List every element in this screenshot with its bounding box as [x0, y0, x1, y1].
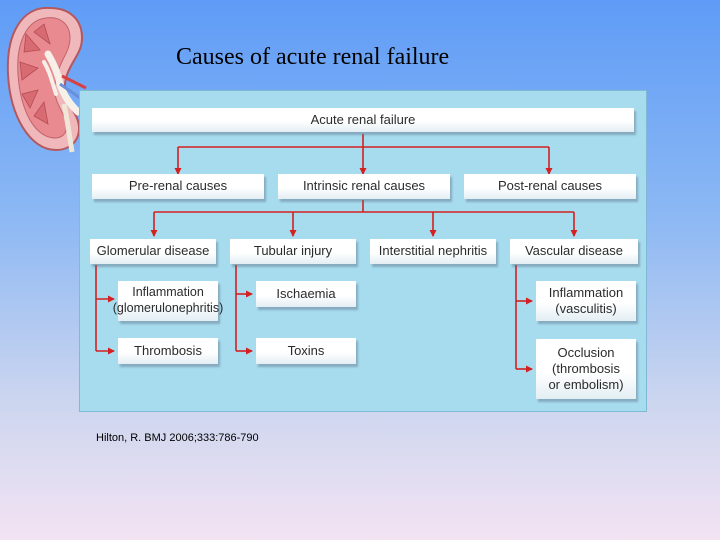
node-inflammation-glomerulonephritis: Inflammation (glomerulonephritis) — [113, 281, 223, 321]
node-glomerular-disease: Glomerular disease — [90, 239, 216, 264]
node-label: Glomerular disease — [96, 243, 210, 259]
node-label: Ischaemia — [276, 285, 336, 301]
node-label: Pre-renal causes — [128, 178, 228, 194]
node-inflammation-vasculitis: Inflammation (vasculitis) — [536, 281, 636, 321]
node-label: Vascular disease — [524, 243, 624, 259]
diagram-panel: Acute renal failure Pre-renal causes Int… — [79, 90, 647, 412]
node-label: Thrombosis — [134, 342, 202, 358]
node-pre-renal: Pre-renal causes — [92, 174, 264, 199]
diagram-connectors — [95, 134, 578, 373]
node-acute-renal-failure: Acute renal failure — [92, 108, 634, 132]
node-intrinsic-renal: Intrinsic renal causes — [278, 174, 450, 199]
node-label: Tubular injury — [253, 243, 333, 259]
citation: Hilton, R. BMJ 2006;333:786-790 — [96, 432, 259, 444]
node-label: Interstitial nephritis — [378, 243, 488, 259]
node-label: Post-renal causes — [497, 178, 603, 194]
node-label: Occlusion (thrombosis or embolism) — [548, 344, 624, 393]
node-label: Inflammation (vasculitis) — [548, 284, 624, 316]
node-thrombosis: Thrombosis — [118, 338, 218, 364]
node-ischaemia: Ischaemia — [256, 281, 356, 307]
node-label: Toxins — [287, 342, 325, 358]
node-toxins: Toxins — [256, 338, 356, 364]
node-label: Acute renal failure — [310, 111, 416, 127]
node-interstitial-nephritis: Interstitial nephritis — [370, 239, 496, 264]
node-post-renal: Post-renal causes — [464, 174, 636, 199]
node-tubular-injury: Tubular injury — [230, 239, 356, 264]
node-label: Inflammation (glomerulonephritis) — [112, 285, 224, 315]
node-vascular-disease: Vascular disease — [510, 239, 638, 264]
node-label: Intrinsic renal causes — [302, 178, 426, 194]
kidney-icon — [6, 6, 87, 153]
slide-title: Causes of acute renal failure — [176, 44, 450, 70]
node-occlusion: Occlusion (thrombosis or embolism) — [536, 339, 636, 399]
